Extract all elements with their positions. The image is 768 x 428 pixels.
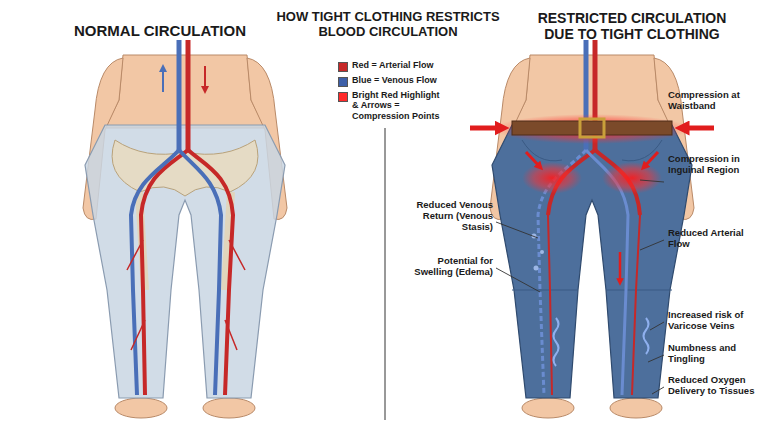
panel-heading: RESTRICTED CIRCULATION DUE TO TIGHT CLOT… [522,10,742,42]
legend: Red = Arterial FlowBlue = Venous FlowBri… [338,60,446,124]
diagram-title: HOW TIGHT CLOTHING RESTRICTS BLOOD CIRCU… [272,10,504,40]
callout-label: Compression at Waistband [668,90,763,112]
legend-swatch [338,77,348,87]
legend-row: Red = Arterial Flow [338,60,446,72]
legend-swatch [338,92,348,102]
callout-label: Increased risk of Varicose Veins [668,310,763,332]
legend-row: Blue = Venous Flow [338,75,446,87]
callout-label: Numbness and Tingling [668,343,763,365]
legend-row: Bright Red Highlight & Arrows = Compress… [338,90,446,121]
callout-label: Reduced Oxygen Delivery to Tissues [668,375,763,397]
callout-label: Reduced Arterial Flow [668,228,748,250]
legend-swatch [338,62,348,72]
callout-label: Reduced Venous Return (Venous Stasis) [398,200,493,233]
legend-text: Blue = Venous Flow [352,75,437,85]
divider [385,128,386,420]
normal-figure [83,40,287,418]
legend-text: Bright Red Highlight & Arrows = Compress… [352,90,446,121]
leader-lines [496,180,664,394]
legend-text: Red = Arterial Flow [352,60,433,70]
panel-heading: NORMAL CIRCULATION [40,22,280,39]
callout-label: Compression in Inguinal Region [668,154,748,176]
callout-label: Potential for Swelling (Edema) [398,256,493,278]
